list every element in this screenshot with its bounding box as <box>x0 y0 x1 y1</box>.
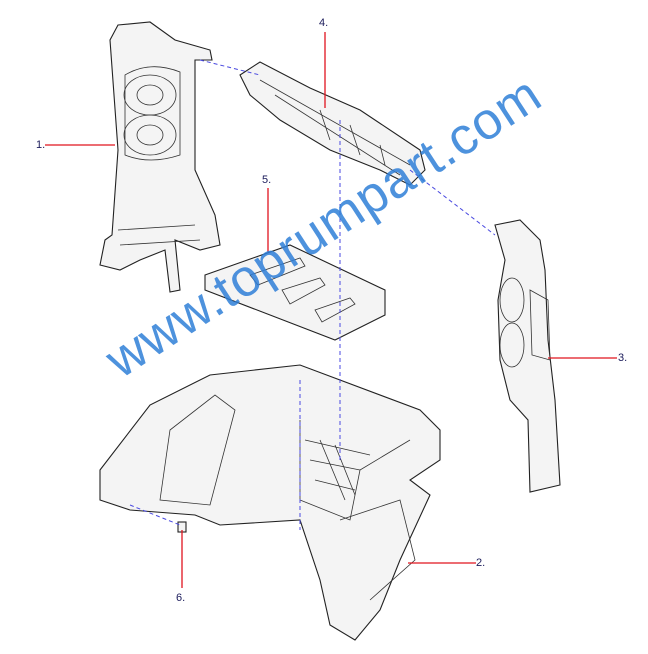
part-4-top-cover <box>239 61 426 186</box>
callout-1: 1. <box>36 139 46 151</box>
part-1-pillar-trim <box>99 21 221 293</box>
assembly-line <box>129 59 496 530</box>
callout-5: 5. <box>262 174 272 186</box>
part-3-side-pillar <box>494 219 561 493</box>
callout-3: 3. <box>618 352 628 364</box>
callout-2: 2. <box>476 557 486 569</box>
part-2-rear-trim <box>99 364 441 641</box>
callout-4: 4. <box>319 17 329 29</box>
callout-6: 6. <box>176 592 186 604</box>
